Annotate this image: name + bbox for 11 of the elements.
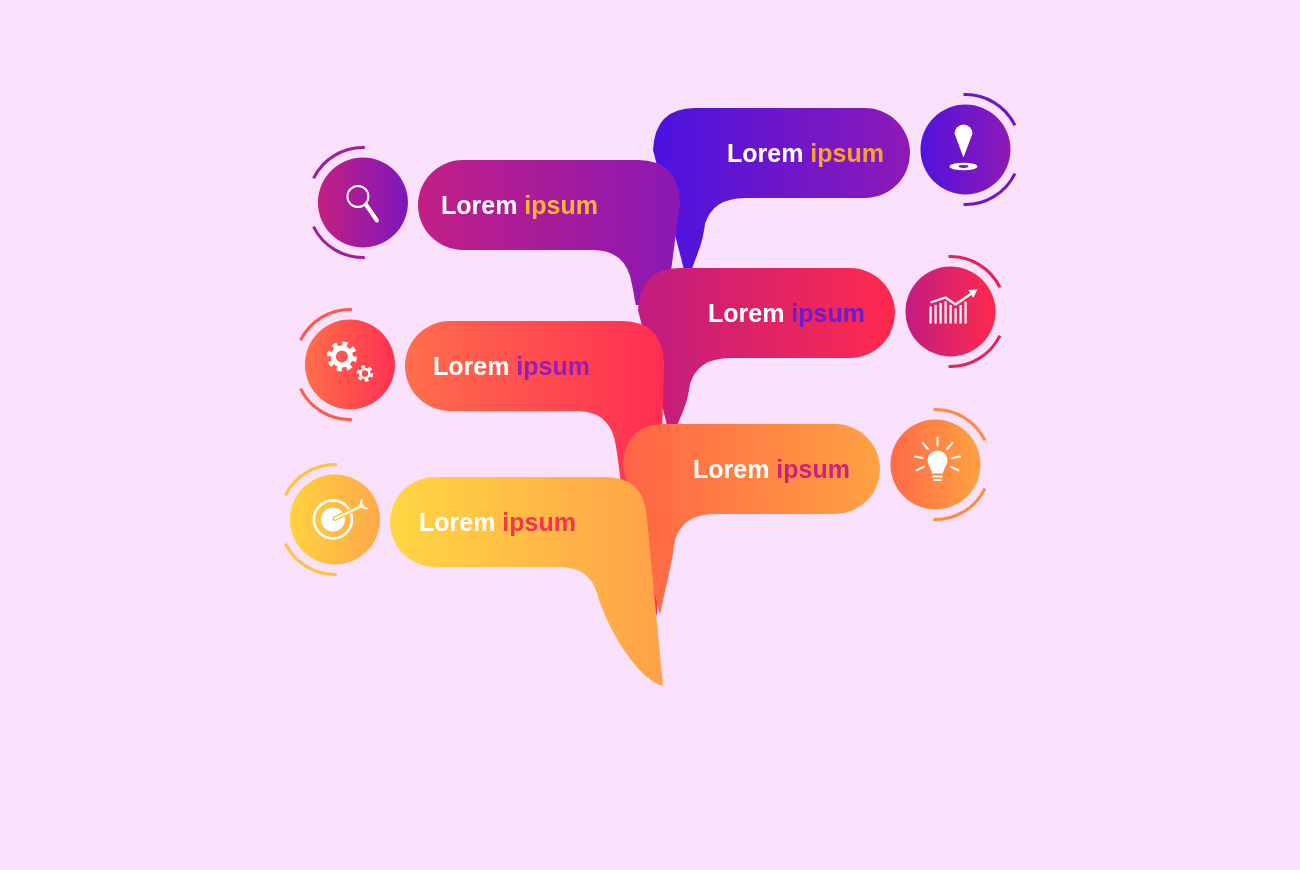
speech-bubble [653,108,910,270]
bubble-text: Lorem ipsum [433,351,590,381]
bubble-text: Lorem ipsum [419,507,576,537]
bubble-text: Lorem ipsum [441,190,598,220]
speech-bubble [623,424,880,615]
speech-bubble [418,160,680,305]
bubble-text: Lorem ipsum [708,298,865,328]
bubble-text: Lorem ipsum [727,138,884,168]
speech-bubble [638,268,895,426]
speech-bubble [390,477,663,686]
bubble-text: Lorem ipsum [693,454,850,484]
